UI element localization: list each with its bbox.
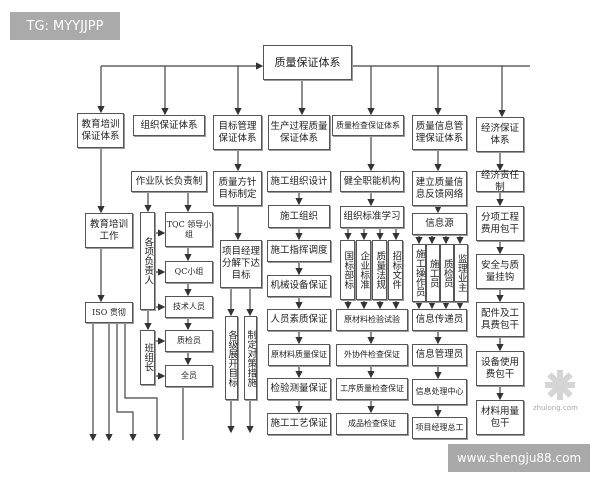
econ-item: 分项工程费用包干	[476, 206, 524, 241]
prod-item: 施工组织设计	[267, 171, 331, 192]
check-item: 工序质量检查保证	[336, 378, 408, 400]
info-title: 质量信息管理保证体系	[412, 115, 467, 150]
econ-item: 设备使用费包干	[476, 351, 524, 386]
info-src: 监理业主	[454, 244, 468, 302]
prod-item: 人员素质保证	[267, 309, 331, 331]
econ-item: 材料用量包干	[476, 400, 524, 435]
econ-item: 配件及工具费包干	[476, 302, 524, 337]
econ-title: 经济保证体系	[476, 117, 524, 152]
info-item: 信息处理中心	[412, 379, 467, 405]
goal-title: 目标管理保证体系	[213, 115, 262, 150]
info-src: 施工操作员	[412, 244, 426, 302]
prod-item: 施工指挥调度	[267, 240, 331, 262]
edu-title: 教育培训保证体系	[77, 113, 124, 148]
check-item: 原材料检验试验	[336, 309, 408, 331]
check-std: 质量法规	[372, 240, 387, 300]
watermark-tag: TG: MYYJJPP	[10, 12, 120, 40]
org-tqc: TQC 领导小组	[165, 212, 213, 247]
info-src: 质检员	[440, 244, 454, 302]
check-title: 质量检查保证体系	[332, 115, 404, 136]
zhulong-watermark: zhulong.com	[533, 404, 578, 412]
org-tech: 技术人员	[165, 296, 213, 318]
econ-item: 经济责任制	[476, 170, 524, 193]
org-resp: 各项负责人	[140, 212, 155, 310]
info-item: 信息管理员	[412, 344, 467, 366]
prod-title: 生产过程质量保证体系	[268, 115, 330, 150]
goal-measures: 制定对策措施	[244, 316, 257, 400]
edu-work: 教育培训工作	[85, 213, 133, 248]
org-title: 组织保证体系	[133, 115, 205, 136]
org-qc: QC小组	[165, 261, 213, 283]
check-item: 外协件检查保证	[336, 344, 408, 366]
info-source: 信息源	[412, 213, 467, 235]
root-box: 质量保证体系	[263, 45, 352, 80]
prod-item: 检验测量保证	[267, 378, 331, 400]
org-all: 全员	[165, 365, 213, 387]
prod-item: 施工工艺保证	[267, 413, 331, 435]
org-lead: 作业队长负责制	[131, 171, 207, 192]
check-std: 国标部标	[340, 240, 355, 300]
info-src: 施工员	[426, 244, 440, 302]
check-std: 企业标准	[356, 240, 371, 300]
goal-levels: 各级展开目标	[225, 316, 238, 400]
iso-box: ISO 贯彻	[85, 302, 133, 323]
check-std: 招标文件	[388, 240, 403, 300]
prod-item: 机械设备保证	[267, 275, 331, 297]
check-study: 组织标准学习	[340, 206, 404, 228]
watermark-site: www.shengju88.com	[448, 444, 590, 472]
goal-policy: 质量方针目标制定	[213, 171, 262, 206]
info-item: 项目经理总工	[412, 417, 467, 439]
zhulong-logo-icon	[545, 370, 575, 400]
org-team: 班组长	[140, 330, 155, 385]
prod-item: 施工组织	[268, 205, 330, 228]
info-item: 信息传递员	[412, 309, 467, 331]
econ-item: 安全与质量挂钩	[476, 254, 524, 289]
prod-item: 原材料质量保证	[268, 344, 330, 366]
goal-pm: 项目经理分解下达目标	[220, 240, 262, 288]
info-net: 建立质量信息反馈网络	[412, 171, 467, 206]
org-inspector: 质检员	[165, 330, 213, 352]
check-org: 健全职能机构	[340, 171, 404, 192]
check-item: 成品检查保证	[336, 413, 408, 435]
